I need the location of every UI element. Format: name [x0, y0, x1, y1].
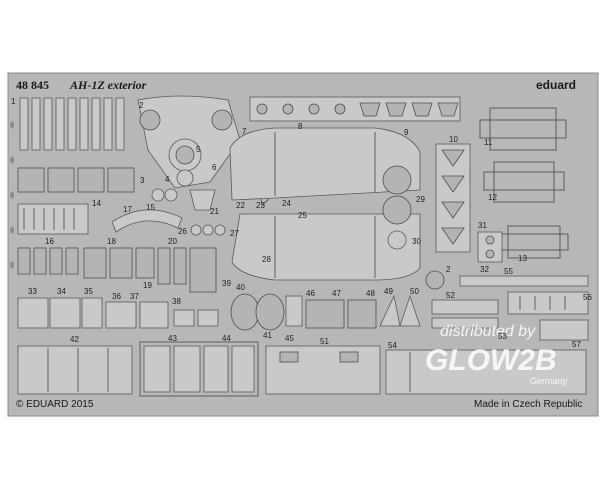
part-number: 14	[92, 199, 101, 208]
part-number: 38	[172, 297, 181, 306]
part-number: 20	[168, 237, 177, 246]
part-11-13-boxes	[479, 107, 569, 259]
part-25-panel	[231, 213, 421, 281]
part-number: 48	[366, 289, 375, 298]
part-number: 1	[11, 97, 16, 106]
part-number: 3	[140, 176, 145, 185]
part-24-panel	[229, 127, 421, 201]
part-number: 4	[165, 175, 170, 184]
distributor-watermark: distributed by GLOW2B Germany	[425, 323, 568, 386]
part-number: 15	[146, 203, 155, 212]
svg-text:distributed by: distributed by	[440, 323, 536, 340]
part-number: 11	[484, 138, 493, 147]
part-number: 33	[28, 287, 37, 296]
part-number: 50	[410, 287, 419, 296]
part-29-30-discs	[382, 165, 412, 250]
part-number: 40	[236, 283, 245, 292]
part-number: 34	[57, 287, 66, 296]
product-title: AH-1Z exterior	[69, 78, 147, 92]
part-number: 54	[388, 341, 397, 350]
part-number: 39	[222, 279, 231, 288]
part-number: 24	[282, 199, 291, 208]
part-2-disc	[425, 270, 445, 290]
part-number: 6	[212, 163, 217, 172]
part-number: 51	[320, 337, 329, 346]
part-number: 49	[384, 287, 393, 296]
part-number: 42	[70, 335, 79, 344]
part-number: 21	[210, 207, 219, 216]
part-8-9-brackets	[249, 96, 461, 122]
part-3-grilles	[17, 167, 135, 193]
part-number: 35	[84, 287, 93, 296]
svg-text:Germany: Germany	[530, 376, 568, 386]
product-code: 48 845	[16, 78, 49, 92]
part-number: 8	[298, 122, 303, 131]
part-33-38-row	[17, 297, 219, 329]
part-number: 36	[112, 292, 121, 301]
part-number: 26	[178, 227, 187, 236]
part-number-labels: 1 2 3 4 5 6 7 8 9 10 11 12 13 14 15 16 1…	[11, 97, 592, 350]
brand-logo: eduard	[536, 78, 576, 92]
part-57	[539, 319, 589, 341]
part-55-strip	[459, 275, 589, 287]
part-number: 32	[480, 265, 489, 274]
part-14-vents	[17, 203, 89, 235]
part-number: 9	[404, 128, 409, 137]
part-number: 55	[504, 267, 513, 276]
part-46-50	[305, 294, 421, 329]
part-number: 41	[263, 331, 272, 340]
part-number: 45	[285, 334, 294, 343]
part-1-strips	[19, 97, 125, 151]
part-number: 7	[242, 127, 247, 136]
part-number: 29	[416, 195, 425, 204]
part-number: 31	[478, 221, 487, 230]
part-number: 10	[449, 135, 458, 144]
part-42-45-bottom	[17, 341, 259, 397]
part-number: 28	[262, 255, 271, 264]
part-number: 5	[196, 145, 201, 154]
part-number: 52	[446, 291, 455, 300]
part-number: 18	[107, 237, 116, 246]
part-number: 25	[298, 211, 307, 220]
part-number: 37	[130, 292, 139, 301]
part-number: 13	[518, 254, 527, 263]
part-31-32	[477, 231, 503, 263]
part-number: 27	[230, 229, 239, 238]
part-52-53	[431, 299, 499, 329]
part-number: 56	[583, 293, 592, 302]
part-number: 46	[306, 289, 315, 298]
part-number: 53	[498, 332, 507, 341]
origin-text: Made in Czech Republic	[474, 399, 582, 410]
part-56-panel	[507, 291, 589, 315]
part-number: 57	[572, 340, 581, 349]
part-number: 47	[332, 289, 341, 298]
part-number: 17	[123, 205, 132, 214]
copyright-text: © EDUARD 2015	[16, 399, 94, 410]
part-51	[265, 345, 381, 395]
part-number: 2	[446, 265, 451, 274]
edge-sprues-left	[10, 121, 14, 269]
part-54	[385, 349, 587, 395]
part-number: 44	[222, 334, 231, 343]
part-40-41-mesh	[230, 293, 303, 331]
part-number: 30	[412, 237, 421, 246]
part-17-arc	[111, 188, 183, 233]
part-rotor-cluster	[137, 95, 241, 189]
part-number: 12	[488, 193, 497, 202]
part-number: 43	[168, 334, 177, 343]
part-number: 22	[236, 201, 245, 210]
part-10-brackets	[435, 143, 471, 253]
part-number: 2	[139, 101, 144, 110]
part-number: 16	[45, 237, 54, 246]
part-number: 23	[256, 201, 265, 210]
svg-text:GLOW2B: GLOW2B	[425, 344, 557, 377]
part-16-20-grilles	[17, 247, 217, 293]
part-number: 19	[143, 281, 152, 290]
